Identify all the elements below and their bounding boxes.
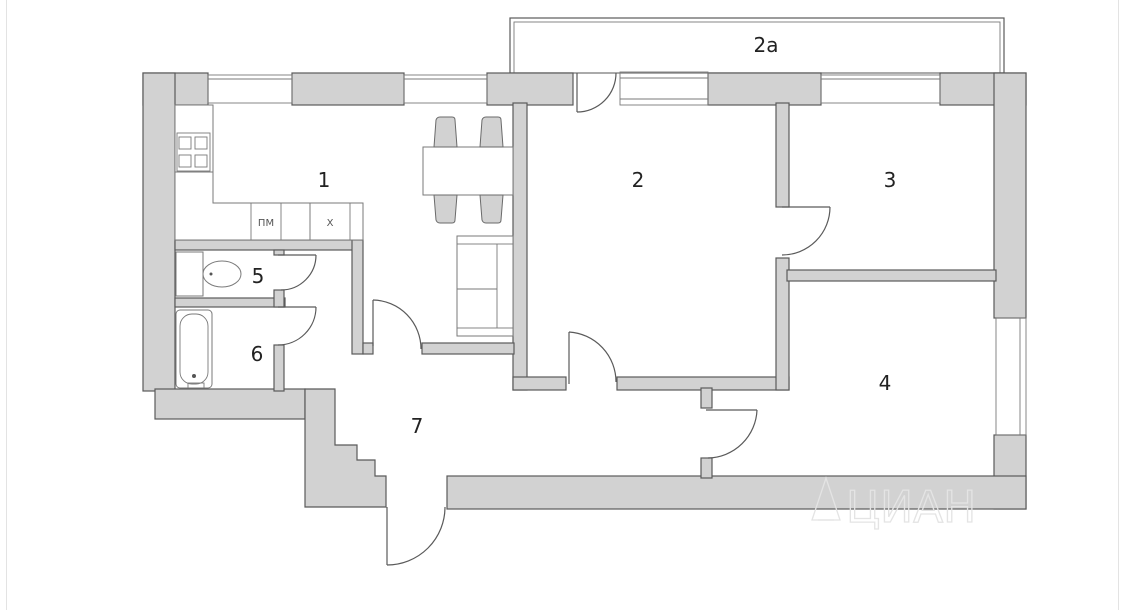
outer-walls — [142, 72, 1027, 510]
right-edge-divider — [1118, 0, 1119, 610]
fridge-label: Х — [327, 218, 334, 229]
room-label-3: 3 — [884, 168, 897, 192]
kitchen-furniture: ПМ Х — [174, 104, 364, 241]
stove-icon — [176, 132, 211, 172]
interior-walls — [174, 102, 997, 479]
windows — [207, 71, 1027, 436]
room-label-1: 1 — [318, 168, 331, 192]
room-label-2a: 2а — [754, 33, 779, 57]
sofa — [456, 235, 514, 337]
room-label-7: 7 — [411, 414, 424, 438]
bathtub-icon — [175, 309, 213, 389]
room-label-5: 5 — [252, 264, 265, 288]
room-label-2: 2 — [632, 168, 645, 192]
cian-logo-icon — [811, 475, 841, 521]
toilet-icon — [175, 251, 242, 297]
dining-table — [422, 116, 514, 224]
watermark: ЦИАН — [811, 475, 977, 534]
room-label-6: 6 — [251, 342, 264, 366]
watermark-text: ЦИАН — [846, 482, 976, 533]
room-label-4: 4 — [879, 371, 892, 395]
doors — [277, 72, 831, 566]
left-edge-divider — [6, 0, 7, 610]
dishwasher-label: ПМ — [258, 218, 274, 229]
